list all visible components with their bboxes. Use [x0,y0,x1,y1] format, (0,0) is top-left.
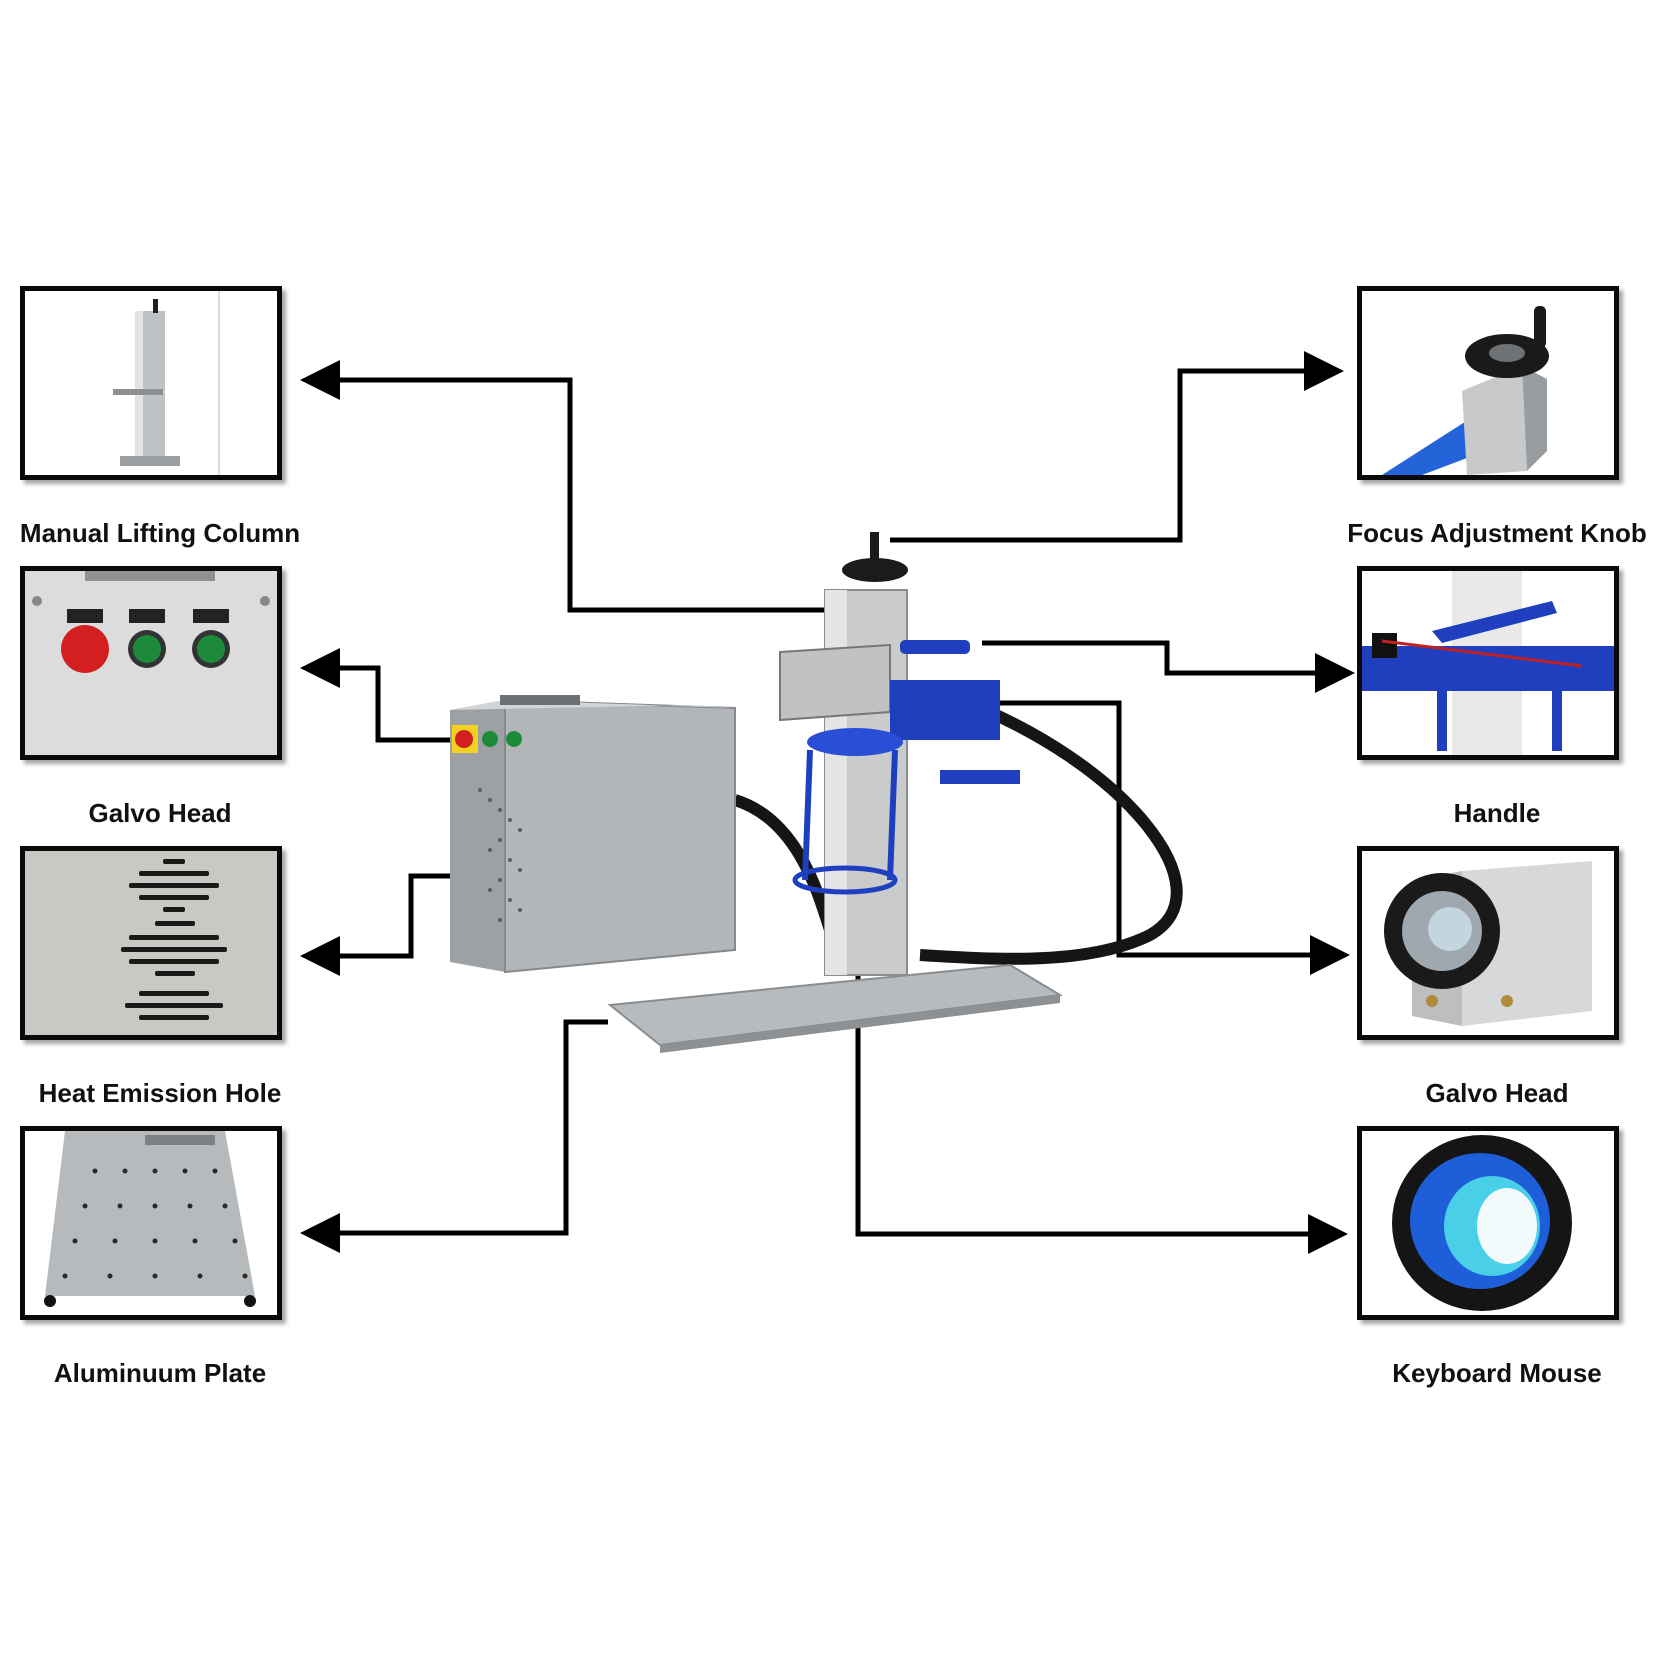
label-heat-emission-hole: Heat Emission Hole [10,1078,310,1109]
label-manual-lifting-column: Manual Lifting Column [10,518,310,549]
arrow-aluminum-plate [310,1022,608,1233]
handle-frame [1357,566,1619,760]
control-panel-buttons-icon [25,571,277,755]
label-control-panel: Galvo Head [10,798,310,829]
arrow-focus-knob [890,371,1334,540]
keyboard-mouse-frame [1357,1126,1619,1320]
focus-adjustment-knob-frame [1357,286,1619,480]
label-aluminum-plate: Aluminuum Plate [10,1358,310,1389]
label-handle: Handle [1347,798,1647,829]
label-keyboard-mouse: Keyboard Mouse [1347,1358,1647,1389]
vent-slots-icon [25,851,277,1035]
label-galvo-head: Galvo Head [1347,1078,1647,1109]
lifting-column-icon [25,291,277,475]
blue-handle-icon [1362,571,1614,755]
arrow-manual-lifting-column [310,380,830,610]
arrow-keyboard-mouse [858,733,1338,1234]
arrow-galvo-head [893,703,1340,955]
control-panel-frame [20,566,282,760]
galvo-head-frame [1357,846,1619,1040]
focus-knob-icon [1362,291,1614,475]
heat-emission-hole-frame [20,846,282,1040]
galvo-scanner-icon [1362,851,1614,1035]
perforated-plate-icon [25,1131,277,1315]
arrow-control-panel [310,668,450,740]
field-lens-icon [1362,1131,1614,1315]
manual-lifting-column-frame [20,286,282,480]
label-focus-adjustment-knob: Focus Adjustment Knob [1347,518,1647,549]
arrow-heat-emission-hole [310,876,490,956]
aluminum-plate-frame [20,1126,282,1320]
arrow-handle [982,643,1345,673]
